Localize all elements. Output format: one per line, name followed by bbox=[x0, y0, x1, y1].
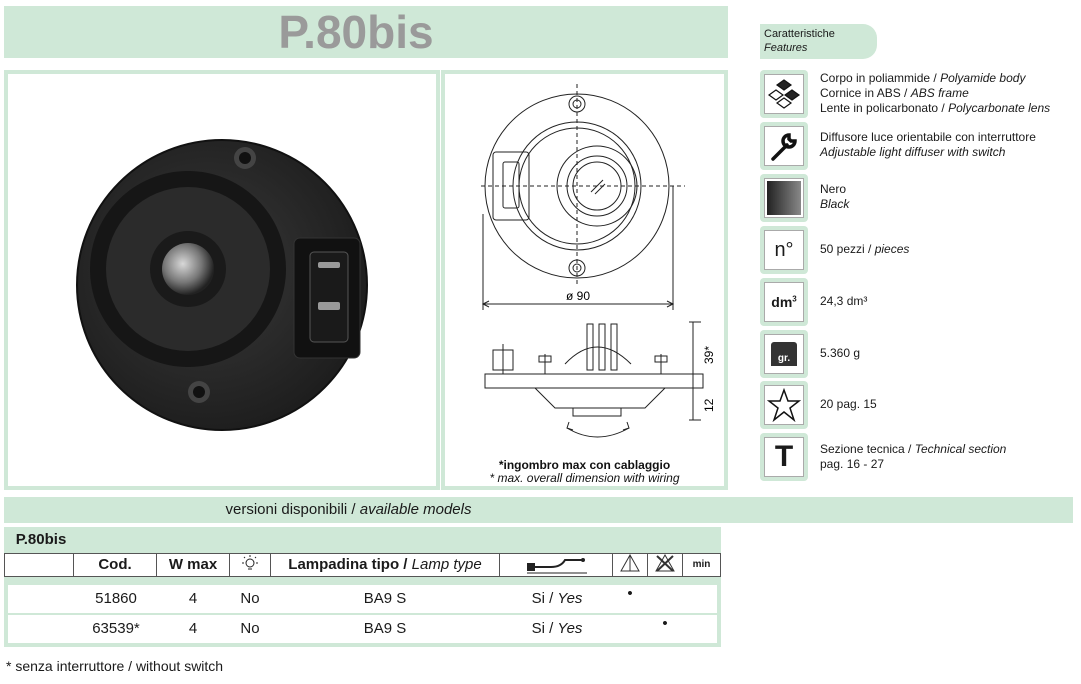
header-min: min bbox=[682, 553, 721, 577]
feature-material: Corpo in poliammide / Polyamide body Cor… bbox=[820, 71, 1051, 115]
title-bar: P.80bis bbox=[4, 6, 728, 58]
row2-switch: No bbox=[240, 620, 260, 637]
cable-icon bbox=[527, 558, 587, 574]
lamp-switch-icon bbox=[242, 555, 258, 570]
header-code: Cod. bbox=[73, 553, 157, 577]
star-icon bbox=[760, 381, 808, 429]
dimension-note-en: * max. overall dimension with wiring bbox=[489, 471, 680, 485]
header-blank bbox=[4, 553, 74, 577]
row1-switch: No bbox=[240, 590, 260, 607]
header-class-a bbox=[612, 553, 648, 577]
features-title: Caratteristiche bbox=[764, 28, 835, 40]
technical-drawing-frame: ø 90 39* 12 *ingombro max con cablaggio … bbox=[441, 70, 728, 490]
row1-code: 51860 bbox=[95, 590, 137, 607]
diameter-label: ø 90 bbox=[566, 289, 590, 303]
header-cable bbox=[499, 553, 613, 577]
table-row bbox=[8, 615, 717, 643]
crossed-triangle-icon bbox=[655, 553, 675, 572]
product-photo-frame bbox=[4, 70, 440, 490]
technical-section-icon: T bbox=[760, 433, 808, 481]
feature-pieces: 50 pezzi / pieces bbox=[820, 242, 910, 256]
row2-cable: Si / Yes bbox=[531, 620, 583, 637]
triangle-icon bbox=[620, 553, 640, 572]
height-label: 39* bbox=[702, 346, 716, 364]
product-label: P.80bis bbox=[15, 531, 67, 548]
feature-weight: 5.360 g bbox=[820, 346, 861, 360]
feature-reference: 20 pag. 15 bbox=[820, 397, 877, 411]
table-row bbox=[8, 585, 717, 613]
feature-volume: 24,3 dm³ bbox=[820, 294, 868, 308]
pieces-icon: n° bbox=[760, 226, 808, 274]
material-icon bbox=[760, 70, 808, 118]
row2-wmax: 4 bbox=[188, 620, 198, 637]
depth-label: 12 bbox=[702, 398, 716, 412]
wrench-icon bbox=[760, 122, 808, 170]
volume-icon: dm3 bbox=[760, 278, 808, 326]
features-title-en: Features bbox=[764, 42, 808, 54]
row2-lamp: BA9 S bbox=[363, 620, 407, 637]
footnote: * senza interruttore / without switch bbox=[6, 658, 224, 674]
dimension-note: *ingombro max con cablaggio bbox=[498, 458, 671, 472]
header-class-b bbox=[647, 553, 683, 577]
feature-technical-section: Sezione tecnica / Technical section pag.… bbox=[820, 442, 1007, 471]
color-swatch-icon bbox=[760, 174, 808, 222]
row1-mark-a: • bbox=[627, 585, 633, 602]
versions-bar: versioni disponibili / available models bbox=[4, 497, 1073, 523]
product-photo bbox=[76, 139, 368, 431]
product-title: P.80bis bbox=[278, 6, 434, 58]
technical-drawing: ø 90 39* 12 bbox=[481, 84, 716, 438]
header-switch bbox=[229, 553, 271, 577]
row2-mark-b: • bbox=[662, 615, 668, 632]
features-header: Caratteristiche Features bbox=[760, 24, 877, 59]
feature-color: Nero Black bbox=[820, 182, 850, 211]
header-wmax: W max bbox=[156, 553, 230, 577]
row1-lamp: BA9 S bbox=[363, 590, 407, 607]
row2-code: 63539* bbox=[92, 620, 140, 637]
models-table: P.80bis Cod. W max Lampadina tipo / Lamp… bbox=[4, 527, 721, 647]
weight-icon: gr. bbox=[760, 330, 808, 378]
feature-diffuser: Diffusore luce orientabile con interrutt… bbox=[820, 130, 1036, 159]
row1-wmax: 4 bbox=[188, 590, 198, 607]
header-lamp: Lampadina tipo / Lamp type bbox=[270, 553, 500, 577]
row1-cable: Si / Yes bbox=[531, 590, 583, 607]
